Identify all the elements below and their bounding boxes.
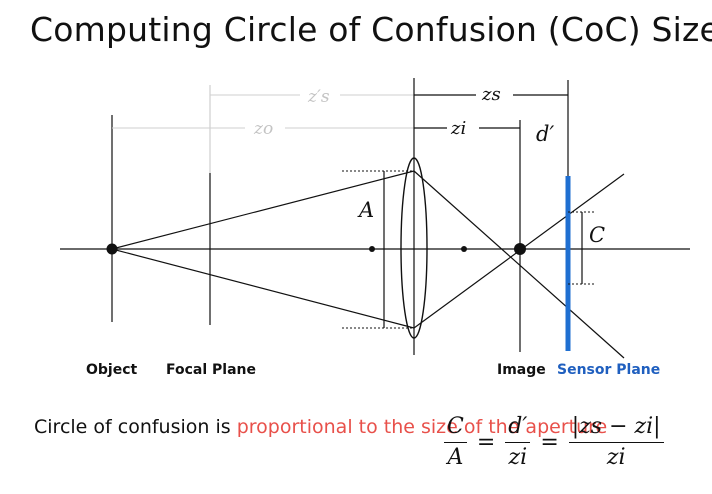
label-coc-C: C	[589, 223, 605, 247]
label-zi: zi	[450, 118, 466, 139]
fraction-denominator: A	[447, 444, 464, 470]
image-point	[514, 243, 526, 255]
label-aperture-A: A	[357, 198, 374, 222]
fraction-numerator: d′	[505, 412, 531, 443]
focal-plane-label: Focal Plane	[166, 362, 257, 378]
fraction-numerator: |zs − zi|	[568, 412, 664, 443]
page-title: Computing Circle of Confusion (CoC) Size	[30, 10, 712, 49]
fraction-c-over-a: C A	[444, 412, 467, 473]
caption: Circle of confusion is proportional to t…	[34, 415, 607, 440]
caption-text: Circle of confusion is	[34, 416, 237, 438]
focal-point-back	[461, 246, 467, 252]
fraction-d-over-zi: d′ zi	[505, 412, 531, 473]
label-d-prime: d′	[536, 122, 554, 146]
label-zs: zs	[481, 84, 501, 105]
ray-object-bottom	[111, 248, 415, 329]
fraction-denominator: zi	[606, 444, 626, 470]
ray-object-top	[111, 170, 415, 250]
object-point	[106, 243, 118, 255]
sensor-plane-label: Sensor Plane	[557, 362, 661, 378]
fraction-abs-diff-over-zi: |zs − zi| zi	[568, 412, 664, 473]
label-zs-prime: z′s	[307, 87, 330, 107]
image-label: Image	[497, 362, 546, 378]
lens	[400, 157, 428, 339]
fraction-numerator: C	[444, 412, 467, 443]
coc-formula: C A = d′ zi = |zs − zi| zi	[440, 402, 668, 482]
focal-point-front	[369, 246, 375, 252]
object-label: Object	[86, 362, 138, 378]
ray-lens-top	[413, 170, 625, 359]
equals-sign: =	[476, 429, 496, 455]
caption-highlight: proportional to the size of the aperture	[236, 416, 608, 438]
equals-sign: =	[540, 429, 559, 455]
fraction-denominator: zi	[508, 444, 528, 470]
label-zo: zo	[253, 119, 273, 139]
